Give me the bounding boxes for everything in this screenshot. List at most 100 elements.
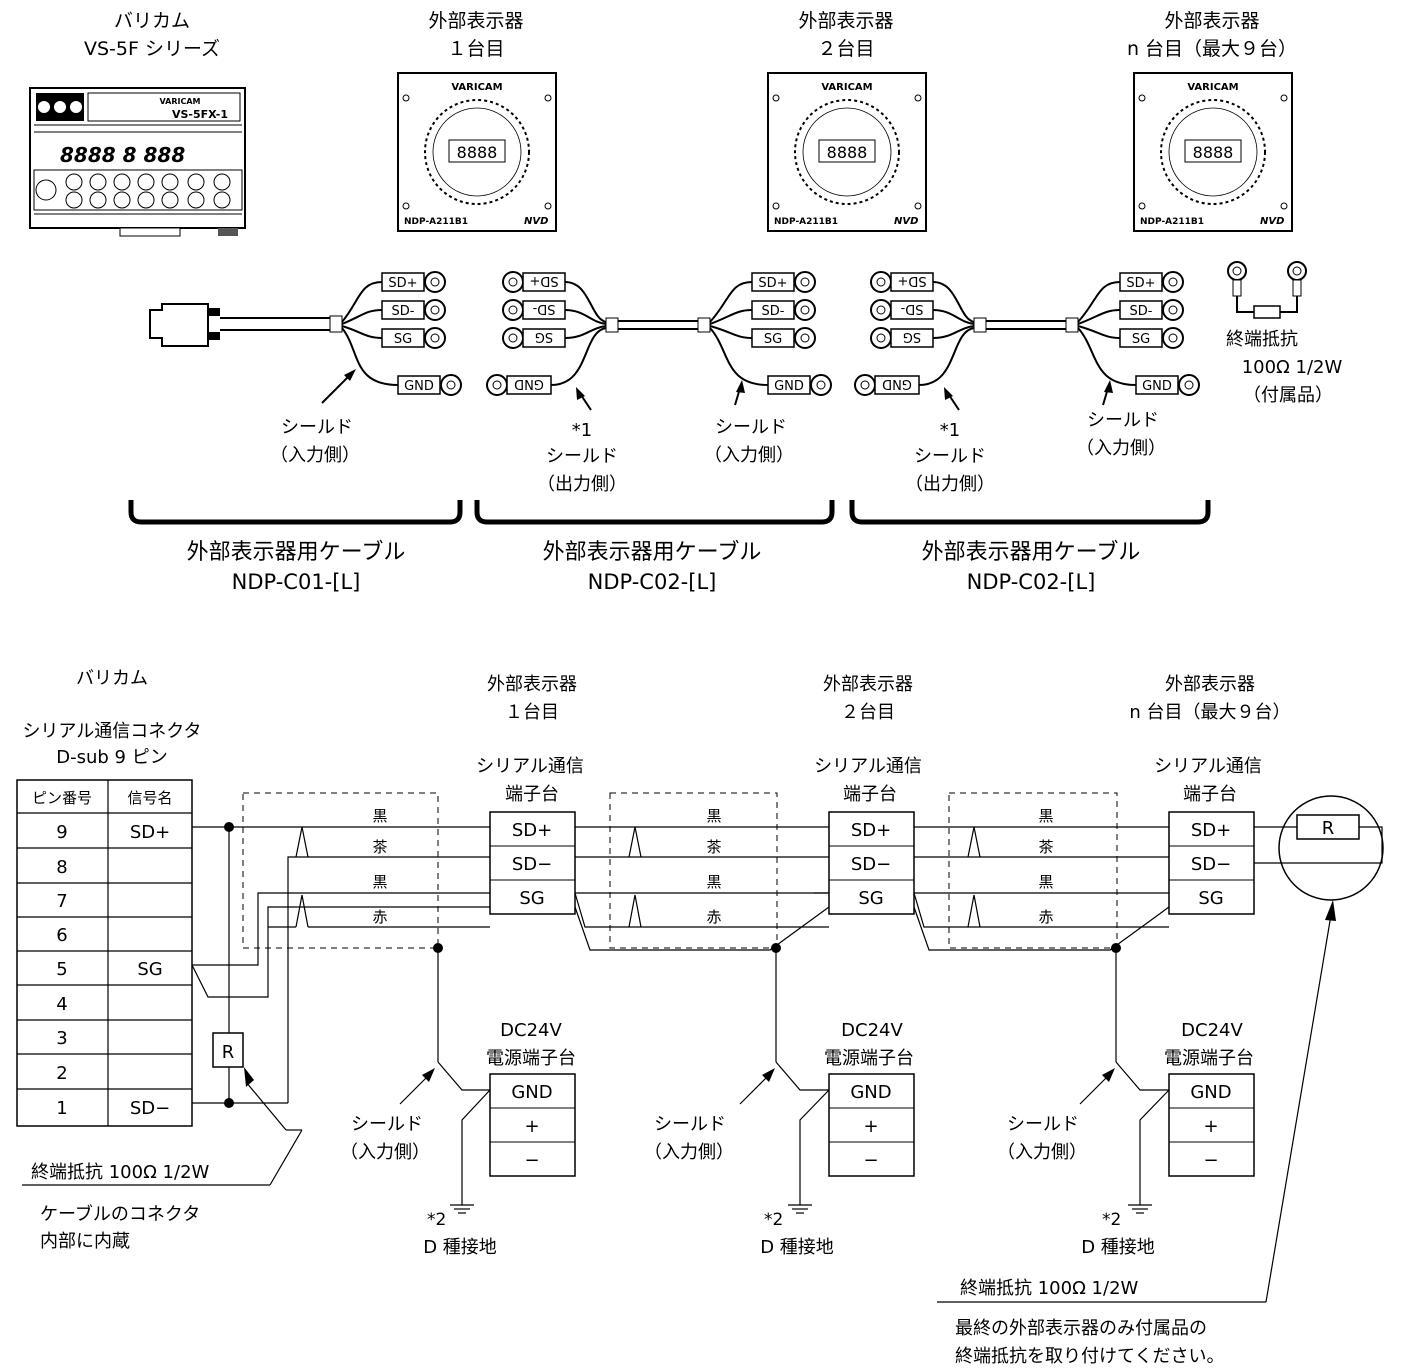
shield-side-label: （入力側）: [1076, 438, 1166, 459]
serial-term-sdminus: SD−: [512, 854, 552, 875]
controller-series: VS-5F シリーズ: [84, 38, 220, 60]
terminal-sg: SG: [381, 327, 446, 349]
left-resistor-symbol: R: [222, 1042, 235, 1063]
terminal-label: SD+: [897, 273, 926, 288]
terminal-label: SD+: [1126, 276, 1155, 291]
cable-2-model: NDP-C02-[L]: [588, 570, 717, 594]
resistor-label-1: 終端抵抗: [1226, 329, 1298, 350]
right-resistor-symbol: R: [1322, 818, 1335, 839]
power-term-plus: +: [1203, 1116, 1218, 1137]
power-term-minus: −: [863, 1150, 878, 1171]
cable-brackets: [128, 500, 1211, 525]
terminal-label: SD+: [388, 276, 417, 291]
serial-block-sub: 端子台: [843, 784, 897, 805]
left-resistor-sub-2: 内部に内蔵: [40, 1231, 130, 1252]
power-term-minus: −: [1203, 1150, 1218, 1171]
ground-note: *2: [427, 1210, 446, 1230]
pin-number: 5: [56, 959, 67, 980]
bottom-section: バリカム シリアル通信コネクタ D-sub 9 ピン ピン番号 信号名 9 SD…: [16, 668, 1384, 1367]
serial-term-sg: SG: [519, 888, 544, 909]
display-2-illustration: VARICAM 8888 NDP-A211B1 NVD: [767, 72, 927, 232]
shield-label: シールド: [281, 417, 353, 438]
bottom-controller-title: バリカム: [76, 668, 148, 689]
display-2-title: 外部表示器: [798, 10, 893, 32]
power-block-title: DC24V: [841, 1020, 903, 1041]
display-1-brand: VARICAM: [451, 82, 502, 93]
controller-model: VS-5FX-1: [172, 108, 228, 121]
in-terminals: SD+ SD- SG GND: [1119, 271, 1200, 396]
terminal-label: SG: [1132, 332, 1150, 347]
top-section: バリカム VS-5F シリーズ 外部表示器 １台目 外部表示器 ２台目 外部表示…: [29, 10, 1342, 594]
display-2-model: NDP-A211B1: [774, 217, 838, 227]
connector-wiring: R: [22, 792, 491, 1214]
display-2-logo: NVD: [894, 216, 918, 227]
serial-block-sub: 端子台: [1183, 784, 1237, 805]
wire-color: 黒: [706, 807, 721, 825]
terminal-label: SD+: [529, 273, 558, 288]
serial-term-sdplus: SD+: [512, 820, 552, 841]
shield-side-label: （入力側）: [997, 1142, 1087, 1163]
terminal-label: GND: [774, 379, 804, 394]
pin-signal: SD+: [130, 822, 170, 843]
shield-side-label: （入力側）: [270, 445, 360, 466]
shield-note: *1: [940, 420, 960, 441]
power-block-title: DC24V: [1181, 1020, 1243, 1041]
display-1-model: NDP-A211B1: [404, 217, 468, 227]
terminal-sdminus: SD-: [381, 299, 446, 321]
ground-note: *2: [764, 1210, 783, 1230]
display-n-title: 外部表示器: [1164, 10, 1259, 32]
in-terminals: SD+ SD- SG GND: [751, 271, 832, 396]
display-sub: ２台目: [841, 702, 895, 723]
connector-title: シリアル通信コネクタ: [22, 721, 201, 742]
power-term-plus: +: [863, 1116, 878, 1137]
serial-block-title: シリアル通信: [814, 756, 922, 777]
serial-block-sub: 端子台: [505, 784, 559, 805]
terminal-label: SG: [764, 332, 782, 347]
terminal-label: GND: [882, 376, 912, 391]
bottom-shield-annotations: シールド （入力側） シールド （入力側） シールド （入力側）: [340, 1068, 1115, 1163]
pin-signal: SD−: [130, 1098, 170, 1119]
wire-color: 黒: [1038, 873, 1053, 891]
terminal-label: SG: [903, 329, 921, 344]
serial-term-sdplus: SD+: [1191, 820, 1231, 841]
power-block-sub: 電源端子台: [486, 1048, 576, 1069]
power-term-gnd: GND: [511, 1082, 552, 1103]
terminal-label: SG: [394, 332, 412, 347]
shield-label: シールド: [654, 1114, 726, 1135]
display-title: 外部表示器: [1165, 674, 1255, 695]
left-resistor-note: 終端抵抗 100Ω 1/2W: [31, 1162, 210, 1183]
display-n-digits: 8888: [1193, 143, 1234, 162]
controller-digits: 8888 8 888: [60, 143, 185, 167]
pin-signal: SG: [137, 959, 162, 980]
power-block-sub: 電源端子台: [824, 1048, 914, 1069]
cable-c02-b-illustration: SD+ SD- SG GND: [854, 271, 1200, 396]
pin-number: 3: [56, 1028, 67, 1049]
terminator-accessory-illustration: 終端抵抗 100Ω 1/2W （付属品）: [1226, 261, 1342, 406]
cable-1-model: NDP-C01-[L]: [232, 570, 361, 594]
right-resistor-note: 終端抵抗 100Ω 1/2W: [960, 1278, 1139, 1299]
pin-number: 2: [56, 1063, 67, 1084]
pin-number: 6: [56, 925, 67, 946]
wire-color: 赤: [1038, 908, 1053, 926]
controller-device-illustration: VARICAM VS-5FX-1 8888 8 888: [29, 87, 246, 237]
out-terminals: SD+ SD- SG GND: [854, 271, 934, 396]
controller-name: バリカム: [114, 10, 190, 32]
pin-table: ピン番号 信号名 9 SD+ 8 7 6 5 SG 4 3 2 1 SD−: [16, 779, 193, 1127]
final-terminator: R: [937, 795, 1384, 1303]
terminal-label: SD-: [900, 301, 923, 316]
terminal-label: GND: [1142, 379, 1172, 394]
wire-color: 茶: [372, 838, 387, 856]
display-n-sub: n 台目（最大９台）: [1127, 38, 1297, 60]
wire-color: 黒: [1038, 807, 1053, 825]
display-n-illustration: VARICAM 8888 NDP-A211B1 NVD: [1133, 72, 1293, 232]
cable-2-name: 外部表示器用ケーブル: [543, 540, 762, 565]
display-1-title: 外部表示器: [428, 10, 523, 32]
serial-term-sdplus: SD+: [851, 820, 891, 841]
left-resistor-sub-1: ケーブルのコネクタ: [40, 1203, 200, 1225]
pin-number: 4: [56, 994, 67, 1015]
shield-label: シールド: [914, 446, 986, 467]
ground-label: D 種接地: [423, 1237, 497, 1258]
terminal-label: GND: [404, 379, 434, 394]
controller-brand: VARICAM: [160, 97, 201, 106]
